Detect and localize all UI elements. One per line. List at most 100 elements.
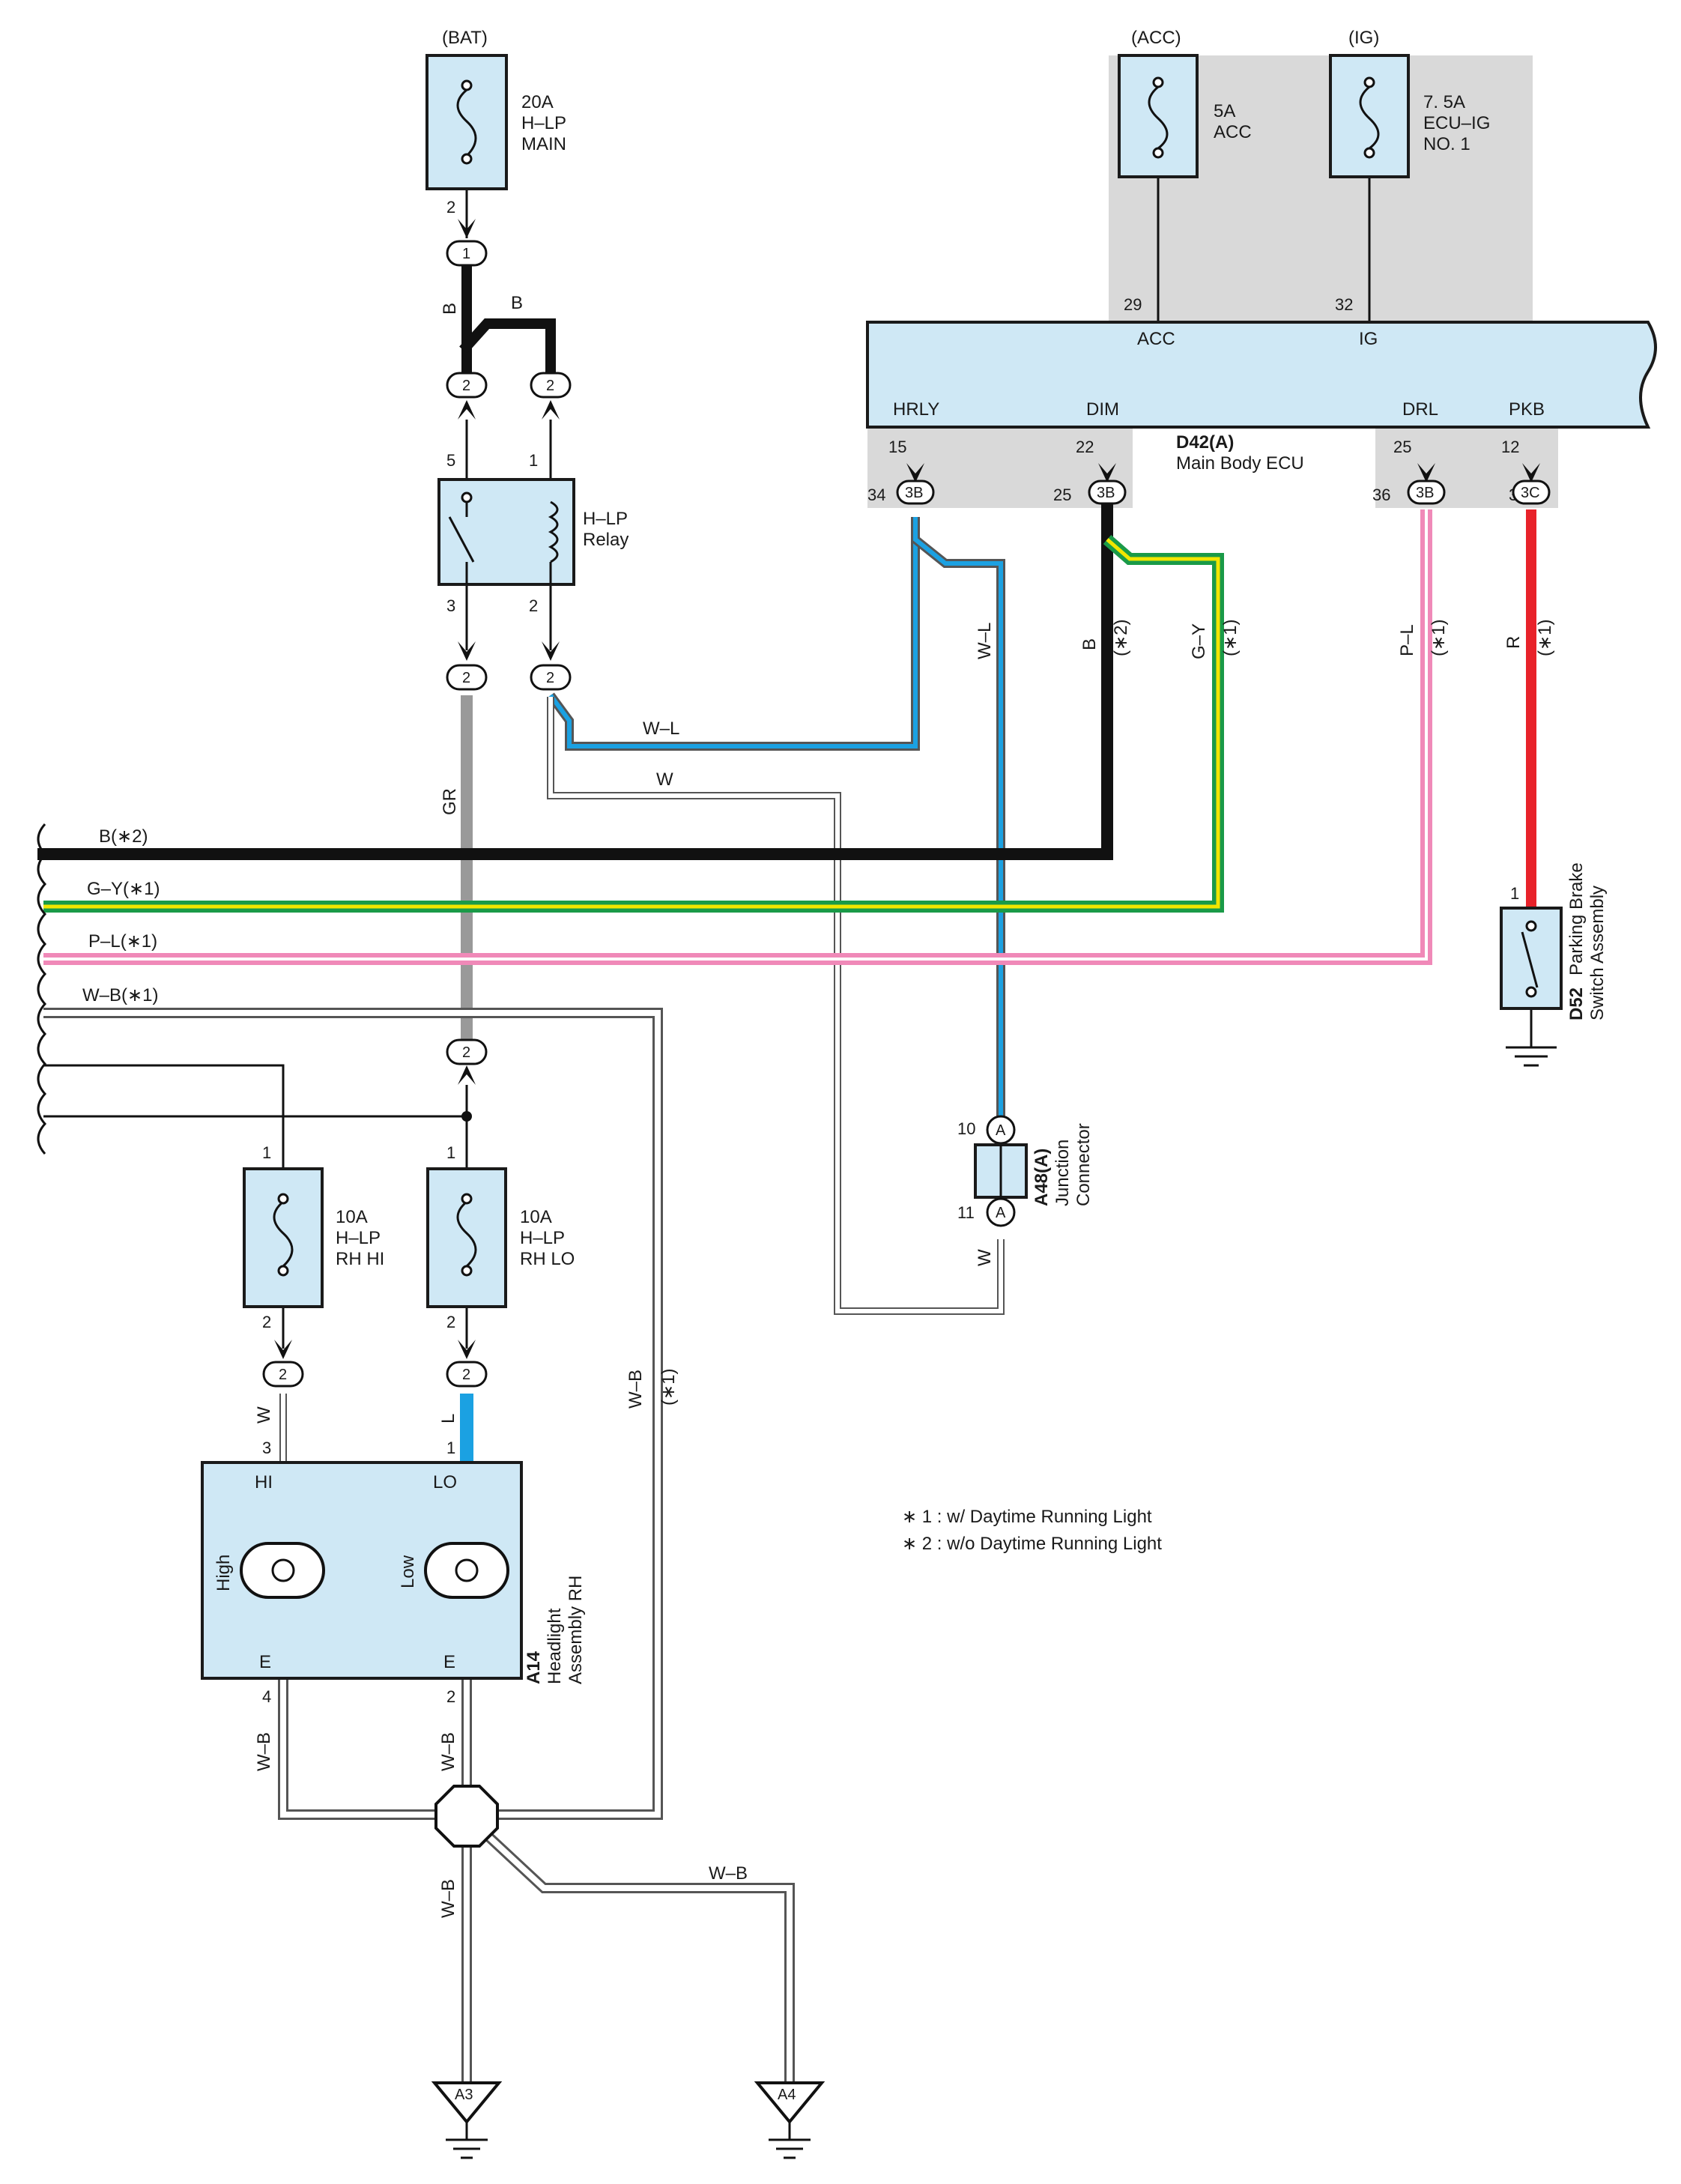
svg-text:W: W bbox=[656, 769, 673, 790]
svg-text:4: 4 bbox=[262, 1687, 271, 1706]
junction-connector-a48: 10 A A 11 A48(A) Junction Connector bbox=[957, 1115, 1094, 1227]
svg-text:1: 1 bbox=[446, 1439, 455, 1457]
svg-text:P–L: P–L bbox=[1397, 624, 1417, 656]
svg-text:D42(A): D42(A) bbox=[1176, 432, 1234, 453]
svg-text:A: A bbox=[996, 1122, 1006, 1139]
fuse-rh-lo: 1 10A H–LP RH LO 2 bbox=[426, 1143, 575, 1331]
svg-text:W–L: W–L bbox=[975, 623, 995, 659]
svg-text:G–Y(∗1): G–Y(∗1) bbox=[87, 879, 160, 899]
svg-text:W: W bbox=[254, 1406, 274, 1424]
fuse-rh-hi: 1 10A H–LP RH HI 2 bbox=[243, 1143, 384, 1331]
svg-text:Connector: Connector bbox=[1073, 1123, 1094, 1206]
svg-text:E: E bbox=[443, 1652, 455, 1672]
svg-text:2: 2 bbox=[446, 1687, 455, 1706]
svg-text:B: B bbox=[511, 293, 523, 313]
svg-text:A4: A4 bbox=[778, 2087, 796, 2103]
svg-text:Headlight: Headlight bbox=[545, 1608, 565, 1684]
svg-text:Main Body ECU: Main Body ECU bbox=[1176, 453, 1304, 474]
svg-text:1: 1 bbox=[1510, 884, 1519, 903]
footnotes: ∗ 1 : w/ Daytime Running Light ∗ 2 : w/o… bbox=[902, 1507, 1162, 1554]
svg-text:H–LP: H–LP bbox=[336, 1228, 381, 1248]
parking-brake-switch-d52: 1 D52 Parking Brake Switch Assembly bbox=[1500, 862, 1608, 1067]
ground-a4: A4 bbox=[754, 2081, 826, 2159]
svg-text:25: 25 bbox=[1393, 438, 1411, 456]
connector-pkb: 3C bbox=[1512, 463, 1551, 505]
svg-text:LO: LO bbox=[433, 1472, 457, 1492]
svg-text:2: 2 bbox=[262, 1313, 271, 1331]
ground-a3: A3 bbox=[431, 2081, 503, 2159]
svg-text:3B: 3B bbox=[1097, 485, 1115, 501]
connector-dim: 3B bbox=[1088, 463, 1127, 505]
svg-text:2: 2 bbox=[462, 1044, 470, 1061]
svg-text:10A: 10A bbox=[520, 1207, 552, 1227]
svg-text:1: 1 bbox=[446, 1143, 455, 1162]
svg-text:10: 10 bbox=[957, 1119, 975, 1138]
svg-text:G–Y: G–Y bbox=[1189, 623, 1209, 659]
svg-text:H–LP: H–LP bbox=[520, 1228, 565, 1248]
svg-text:36: 36 bbox=[1372, 485, 1390, 504]
svg-text:(IG): (IG) bbox=[1348, 28, 1379, 48]
connector-drl: 3B bbox=[1407, 463, 1446, 505]
svg-text:(∗1): (∗1) bbox=[1535, 620, 1555, 656]
svg-text:W–B: W–B bbox=[626, 1370, 646, 1409]
hlp-relay: 5 1 H–LP Relay 3 2 bbox=[437, 451, 629, 615]
svg-text:2: 2 bbox=[446, 1313, 455, 1331]
svg-text:11: 11 bbox=[957, 1203, 975, 1222]
svg-text:P–L(∗1): P–L(∗1) bbox=[88, 931, 157, 952]
svg-text:B: B bbox=[1079, 638, 1100, 650]
svg-text:DRL: DRL bbox=[1402, 399, 1438, 420]
svg-text:(∗1): (∗1) bbox=[1220, 620, 1241, 656]
svg-text:ACC: ACC bbox=[1214, 122, 1252, 142]
wire-b-dim bbox=[37, 503, 1113, 860]
svg-text:H–LP: H–LP bbox=[521, 113, 566, 133]
wire-w-outer bbox=[547, 697, 1005, 1315]
svg-text:(∗1): (∗1) bbox=[1429, 620, 1449, 656]
svg-text:RH LO: RH LO bbox=[520, 1249, 575, 1269]
svg-text:5A: 5A bbox=[1214, 101, 1235, 121]
svg-text:Low: Low bbox=[398, 1555, 418, 1588]
wire-labels: B B GR W–L W W–L W B (∗2) G–Y (∗1) P–L (… bbox=[82, 293, 1555, 1918]
fuse-acc: (ACC) 5A ACC bbox=[1118, 28, 1252, 178]
svg-text:A: A bbox=[996, 1205, 1006, 1221]
ecu-connectors: 3B 3B 3B 3C bbox=[896, 463, 1551, 505]
svg-text:2: 2 bbox=[546, 378, 554, 394]
svg-text:NO. 1: NO. 1 bbox=[1423, 134, 1471, 154]
svg-text:Switch Assembly: Switch Assembly bbox=[1587, 886, 1608, 1020]
svg-text:High: High bbox=[213, 1555, 234, 1591]
svg-text:25: 25 bbox=[1053, 485, 1071, 504]
svg-text:GR: GR bbox=[440, 788, 460, 815]
high-beam-bulb-icon bbox=[240, 1542, 325, 1599]
inline-connectors: 1 2 2 2 2 2 2 2 bbox=[262, 219, 572, 1388]
wire-b-branch bbox=[459, 318, 556, 378]
svg-text:RH HI: RH HI bbox=[336, 1249, 384, 1269]
svg-text:22: 22 bbox=[1076, 438, 1094, 456]
svg-text:E: E bbox=[259, 1652, 271, 1672]
svg-text:Relay: Relay bbox=[583, 530, 629, 550]
svg-text:ECU–IG: ECU–IG bbox=[1423, 113, 1490, 133]
svg-text:20A: 20A bbox=[521, 92, 554, 112]
bus-break-edge bbox=[37, 823, 47, 1155]
svg-text:10A: 10A bbox=[336, 1207, 368, 1227]
svg-text:3B: 3B bbox=[1416, 485, 1434, 501]
svg-text:1: 1 bbox=[262, 1143, 271, 1162]
svg-text:IG: IG bbox=[1359, 329, 1378, 349]
svg-text:R: R bbox=[1503, 636, 1524, 649]
svg-text:3: 3 bbox=[262, 1439, 271, 1457]
connector-hrly: 3B bbox=[896, 463, 935, 505]
ground-junction bbox=[434, 1785, 499, 1848]
svg-text:3C: 3C bbox=[1521, 485, 1540, 501]
svg-text:2: 2 bbox=[529, 596, 538, 615]
svg-text:Parking Brake: Parking Brake bbox=[1566, 862, 1587, 975]
svg-text:29: 29 bbox=[1124, 295, 1142, 314]
wires bbox=[37, 177, 1536, 2083]
svg-text:DIM: DIM bbox=[1086, 399, 1119, 420]
svg-text:W–B(∗1): W–B(∗1) bbox=[82, 985, 158, 1005]
svg-text:HRLY: HRLY bbox=[893, 399, 939, 420]
svg-text:W–B: W–B bbox=[438, 1732, 458, 1771]
svg-text:W–B: W–B bbox=[709, 1863, 748, 1884]
svg-text:2: 2 bbox=[546, 670, 554, 686]
svg-text:2: 2 bbox=[462, 1367, 470, 1383]
svg-text:5: 5 bbox=[446, 451, 455, 470]
headlight-assembly-a14: 3 1 HI LO High Low E E 4 2 A14 Headlight… bbox=[201, 1439, 586, 1706]
